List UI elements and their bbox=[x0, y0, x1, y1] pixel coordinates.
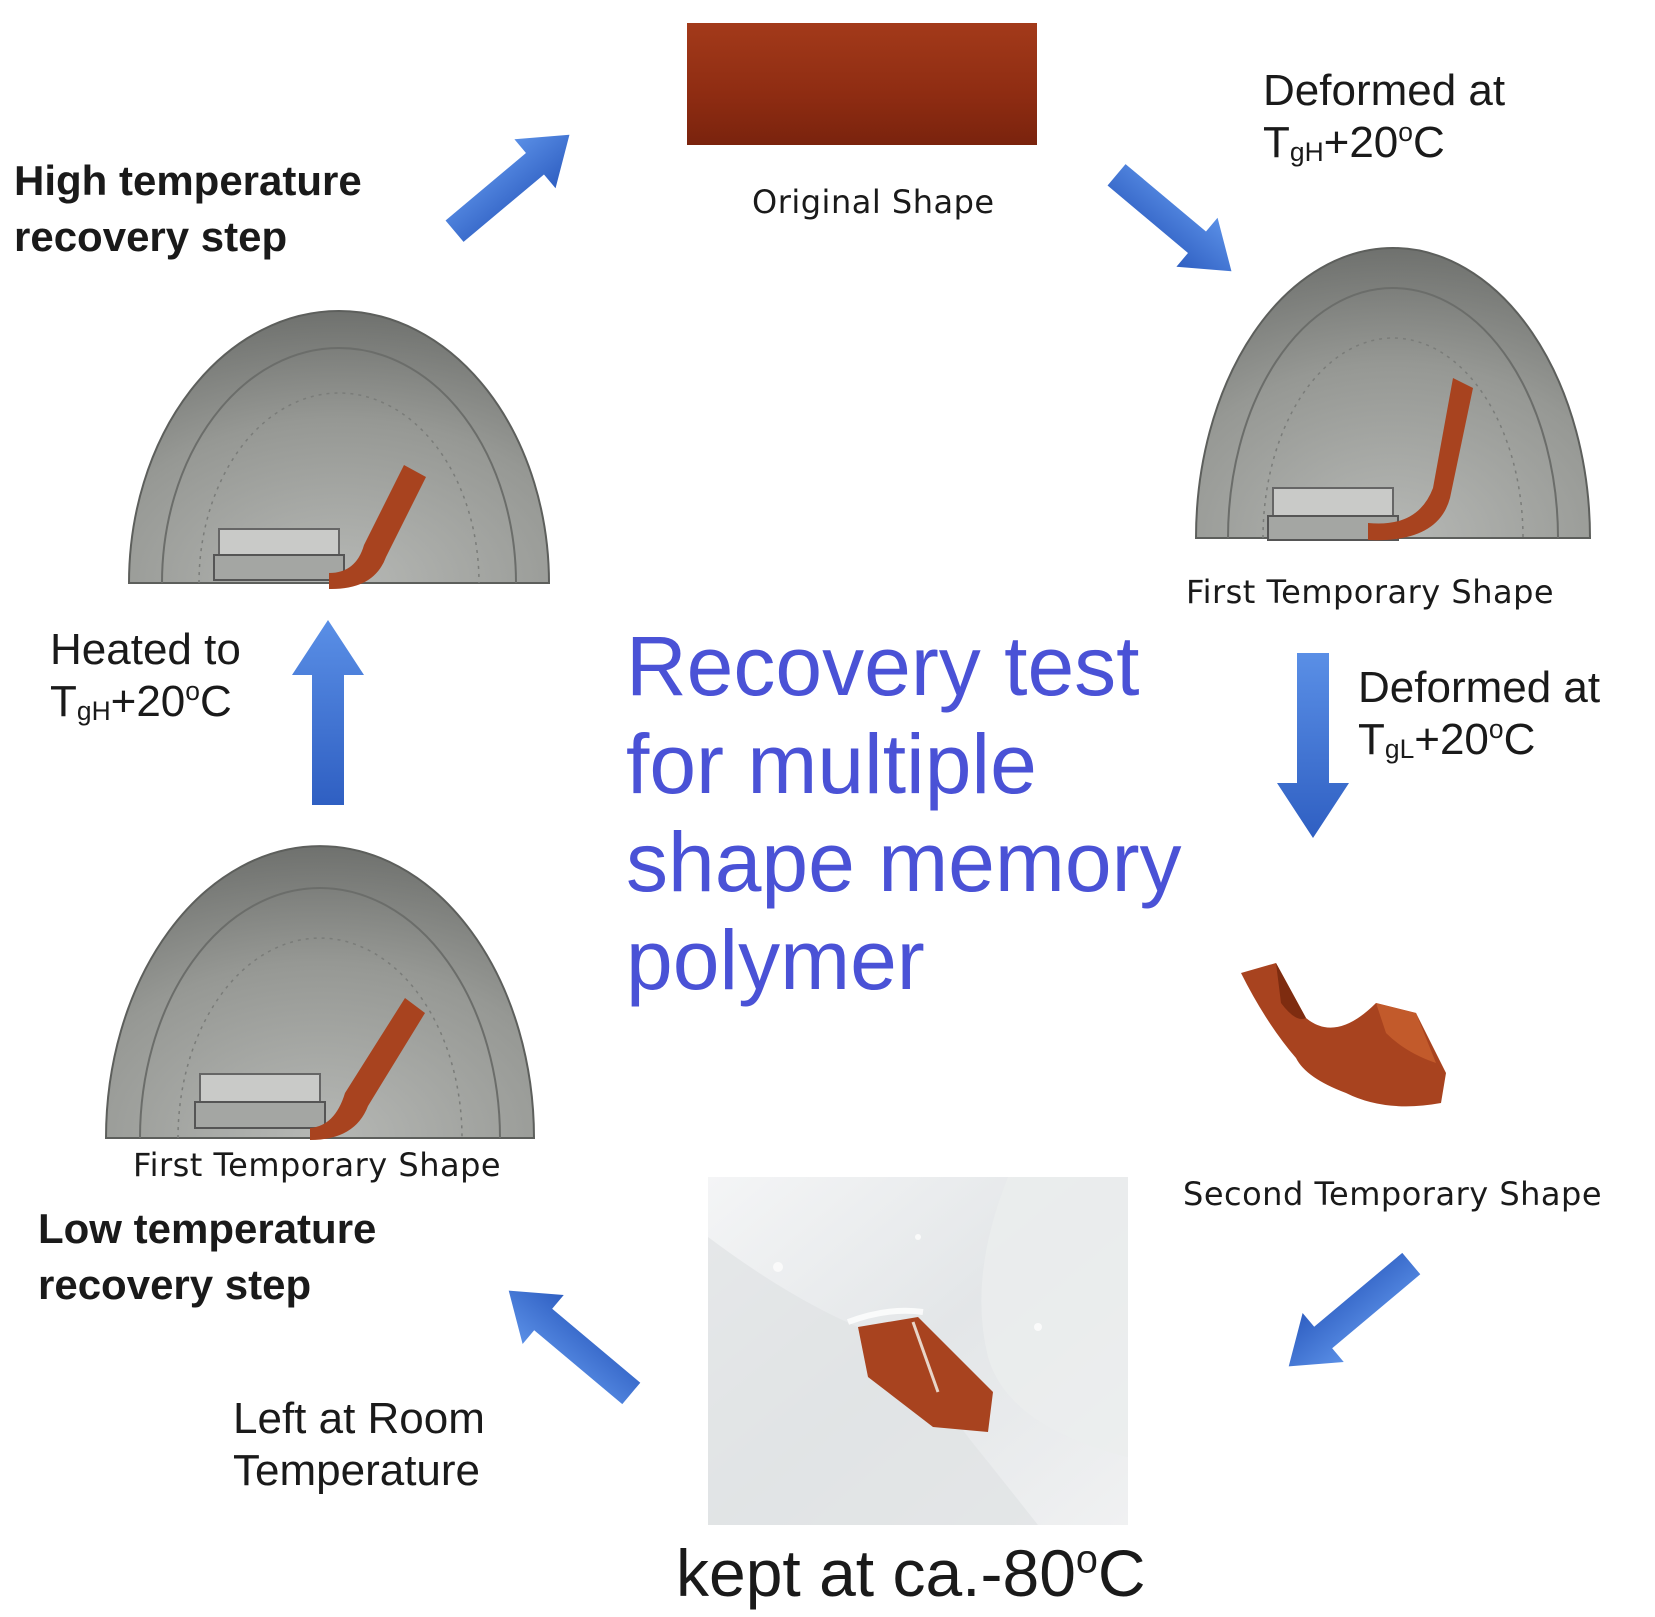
high-temp-recovery-label: High temperature recovery step bbox=[14, 157, 362, 260]
low-temp-recovery-label: Low temperature recovery step bbox=[38, 1205, 377, 1308]
kept-at-label: kept at ca.-80oC bbox=[676, 1536, 1146, 1610]
original-shape-photo bbox=[687, 23, 1037, 145]
protractor-first-temp-left-photo bbox=[104, 845, 536, 1140]
arrow-down-left-icon bbox=[1288, 1252, 1421, 1367]
arrow-down-icon bbox=[1277, 653, 1349, 838]
first-temp-left-caption: First Temporary Shape bbox=[133, 1146, 502, 1184]
deformed-low-label: Deformed at TgL+20oC bbox=[1358, 663, 1601, 764]
arrow-up-left-icon bbox=[508, 1290, 641, 1405]
dry-ice-photo bbox=[708, 1177, 1128, 1525]
arrow-down-right-icon bbox=[1107, 164, 1232, 272]
protractor-high-recovery-photo bbox=[127, 310, 551, 590]
arrow-up-right-icon bbox=[445, 134, 570, 242]
second-temp-shape-photo bbox=[1241, 963, 1446, 1107]
protractor-first-temp-right-photo bbox=[1194, 247, 1592, 541]
deformed-high-label: Deformed at TgH+20oC bbox=[1263, 66, 1506, 167]
left-room-temp-label: Left at Room Temperature bbox=[233, 1394, 485, 1495]
second-temp-caption: Second Temporary Shape bbox=[1183, 1175, 1603, 1213]
diagram-title: Recovery test for multiple shape memory … bbox=[626, 619, 1182, 1007]
heated-to-label: Heated to TgH+20oC bbox=[50, 625, 241, 726]
arrow-up-icon bbox=[292, 620, 364, 805]
original-shape-caption: Original Shape bbox=[752, 183, 995, 221]
first-temp-right-caption: First Temporary Shape bbox=[1186, 573, 1555, 611]
